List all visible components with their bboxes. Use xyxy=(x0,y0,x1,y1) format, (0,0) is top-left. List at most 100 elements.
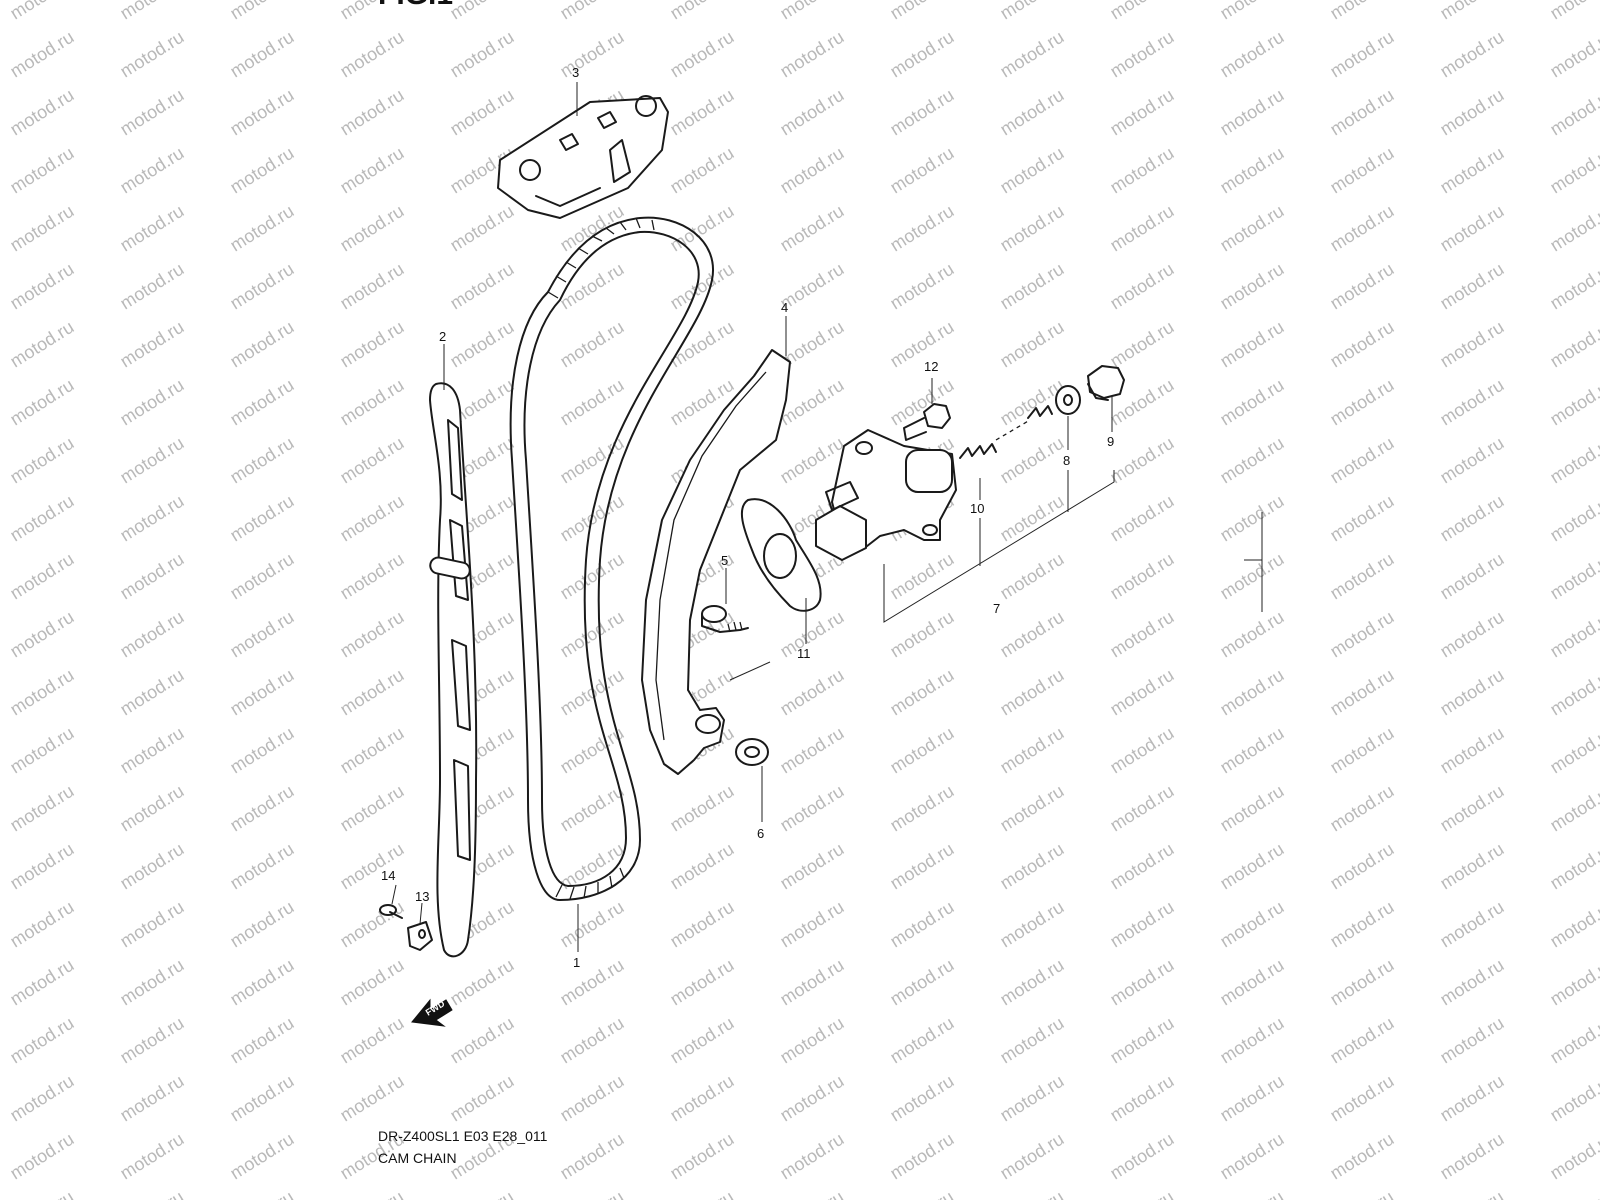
watermark-text: motod.ru xyxy=(227,781,298,836)
watermark-text: motod.ru xyxy=(1547,1187,1600,1200)
watermark-text: motod.ru xyxy=(1107,549,1178,604)
watermark-text: motod.ru xyxy=(1327,839,1398,894)
watermark-text: motod.ru xyxy=(557,1071,628,1126)
watermark-text: motod.ru xyxy=(447,1071,518,1126)
watermark-text: motod.ru xyxy=(227,85,298,140)
part-10-spring xyxy=(959,405,1053,459)
watermark-text: motod.ru xyxy=(447,1013,518,1068)
watermark-text: motod.ru xyxy=(1217,201,1288,256)
watermark-text: motod.ru xyxy=(1437,143,1508,198)
watermark-text: motod.ru xyxy=(887,27,958,82)
watermark-text: motod.ru xyxy=(1107,607,1178,662)
watermark-text: motod.ru xyxy=(1327,317,1398,372)
watermark-text: motod.ru xyxy=(1217,723,1288,778)
watermark-text: motod.ru xyxy=(1437,607,1508,662)
callout-5: 5 xyxy=(721,553,728,568)
watermark-text: motod.ru xyxy=(777,839,848,894)
watermark-text: motod.ru xyxy=(1217,1013,1288,1068)
watermark-text: motod.ru xyxy=(887,665,958,720)
watermark-text: motod.ru xyxy=(997,433,1068,488)
watermark-text: motod.ru xyxy=(1547,1071,1600,1126)
watermark-text: motod.ru xyxy=(887,317,958,372)
watermark-text: motod.ru xyxy=(557,955,628,1010)
callout-6: 6 xyxy=(757,826,764,841)
watermark-text: motod.ru xyxy=(7,433,78,488)
watermark-text: motod.ru xyxy=(777,897,848,952)
watermark-text: motod.ru xyxy=(667,1071,738,1126)
callout-9: 9 xyxy=(1107,434,1114,449)
watermark-text: motod.ru xyxy=(667,1129,738,1184)
watermark-text: motod.ru xyxy=(227,955,298,1010)
watermark-text: motod.ru xyxy=(1217,85,1288,140)
watermark-text: motod.ru xyxy=(997,491,1068,546)
watermark-text: motod.ru xyxy=(117,27,188,82)
watermark-text: motod.ru xyxy=(1547,317,1600,372)
watermark-text: motod.ru xyxy=(337,1071,408,1126)
watermark-text: motod.ru xyxy=(997,0,1068,23)
watermark-text: motod.ru xyxy=(887,839,958,894)
watermark-text: motod.ru xyxy=(1217,607,1288,662)
watermark-text: motod.ru xyxy=(337,143,408,198)
watermark-text: motod.ru xyxy=(1327,955,1398,1010)
watermark-text: motod.ru xyxy=(1547,491,1600,546)
watermark-text: motod.ru xyxy=(1327,375,1398,430)
watermark-text: motod.ru xyxy=(1217,491,1288,546)
watermark-text: motod.ru xyxy=(337,781,408,836)
watermark-text: motod.ru xyxy=(337,317,408,372)
watermark-text: motod.ru xyxy=(667,839,738,894)
watermark-text: motod.ru xyxy=(1327,665,1398,720)
watermark-text: motod.ru xyxy=(777,27,848,82)
watermark-text: motod.ru xyxy=(887,1013,958,1068)
watermark-text: motod.ru xyxy=(447,85,518,140)
watermark-text: motod.ru xyxy=(7,1013,78,1068)
watermark-text: motod.ru xyxy=(447,317,518,372)
watermark-text: motod.ru xyxy=(1217,955,1288,1010)
part-14-screw xyxy=(379,904,403,919)
callout-1: 1 xyxy=(573,955,580,970)
callout-8: 8 xyxy=(1063,453,1070,468)
watermark-text: motod.ru xyxy=(1107,781,1178,836)
watermark-text: motod.ru xyxy=(777,1187,848,1200)
watermark-text: motod.ru xyxy=(227,1013,298,1068)
watermark-text: motod.ru xyxy=(1107,259,1178,314)
watermark-text: motod.ru xyxy=(447,955,518,1010)
watermark-text: motod.ru xyxy=(557,375,628,430)
watermark-text: motod.ru xyxy=(227,1071,298,1126)
watermark-text: motod.ru xyxy=(777,955,848,1010)
watermark-text: motod.ru xyxy=(1547,607,1600,662)
watermark-text: motod.ru xyxy=(1327,85,1398,140)
watermark-text: motod.ru xyxy=(887,897,958,952)
watermark-text: motod.ru xyxy=(227,1129,298,1184)
watermark-text: motod.ru xyxy=(997,201,1068,256)
watermark-text: motod.ru xyxy=(7,259,78,314)
callout-3: 3 xyxy=(572,65,579,80)
watermark-text: motod.ru xyxy=(227,201,298,256)
watermark-text: motod.ru xyxy=(337,897,408,952)
part-7-tensioner-adjuster xyxy=(815,429,957,561)
watermark-text: motod.ru xyxy=(337,491,408,546)
watermark-text: motod.ru xyxy=(1437,433,1508,488)
watermark-text: motod.ru xyxy=(117,607,188,662)
watermark-text: motod.ru xyxy=(1547,897,1600,952)
part-8-washer xyxy=(1055,385,1081,415)
watermark-text: motod.ru xyxy=(117,0,188,23)
part-9-cap-bolt xyxy=(1087,365,1125,401)
watermark-text: motod.ru xyxy=(1437,1187,1508,1200)
reference-mark xyxy=(1244,512,1263,612)
watermark-text: motod.ru xyxy=(7,0,78,23)
part-3-top-guide xyxy=(497,95,669,219)
watermark-text: motod.ru xyxy=(7,491,78,546)
watermark-text: motod.ru xyxy=(997,549,1068,604)
watermark-text: motod.ru xyxy=(1327,491,1398,546)
watermark-text: motod.ru xyxy=(1437,201,1508,256)
watermark-text: motod.ru xyxy=(7,143,78,198)
watermark-text: motod.ru xyxy=(667,317,738,372)
watermark-text: motod.ru xyxy=(1107,1013,1178,1068)
watermark-text: motod.ru xyxy=(557,1187,628,1200)
watermark-text: motod.ru xyxy=(1107,143,1178,198)
watermark-text: motod.ru xyxy=(667,85,738,140)
part-4-tensioner-lever xyxy=(641,349,791,775)
watermark-text: motod.ru xyxy=(117,723,188,778)
watermark-text: motod.ru xyxy=(1437,955,1508,1010)
watermark-text: motod.ru xyxy=(1107,955,1178,1010)
